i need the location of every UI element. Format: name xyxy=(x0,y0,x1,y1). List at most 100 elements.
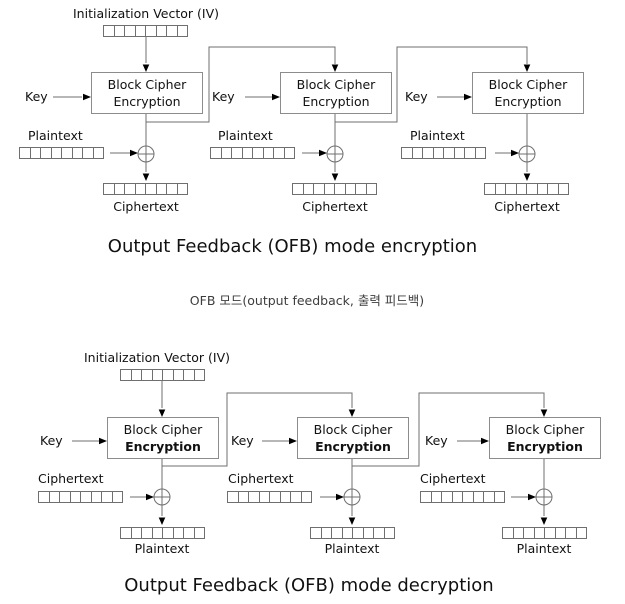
register-cell xyxy=(92,492,102,502)
encryption-caption: Output Feedback (OFB) mode encryption xyxy=(107,236,478,257)
decryption-caption: Output Feedback (OFB) mode decryption xyxy=(124,575,494,596)
ciphertext-label: Ciphertext xyxy=(113,199,179,214)
plaintext-label: Plaintext xyxy=(324,541,380,556)
register-cell xyxy=(142,528,153,538)
register-cell xyxy=(243,148,253,158)
register-cell xyxy=(163,370,174,380)
block-label-line2: Encryption xyxy=(507,439,583,454)
register-cell xyxy=(184,370,195,380)
register-cell xyxy=(136,26,146,36)
register-cell xyxy=(211,148,222,158)
ciphertext-label: Ciphertext xyxy=(420,471,486,486)
register-cell xyxy=(291,492,302,502)
register-cell xyxy=(332,528,343,538)
key-label: Key xyxy=(231,433,254,448)
register-cell xyxy=(153,370,163,380)
block-cipher-encryption-box: Block Cipher Encryption xyxy=(489,417,601,459)
register-cell xyxy=(253,148,264,158)
key-label: Key xyxy=(25,89,48,104)
register-cell xyxy=(94,148,104,158)
iv-register xyxy=(103,25,188,37)
ciphertext-label: Ciphertext xyxy=(228,471,294,486)
ciphertext-register xyxy=(484,183,569,195)
register-cell xyxy=(455,148,465,158)
plaintext-register xyxy=(310,527,395,539)
plaintext-label: Plaintext xyxy=(28,128,83,143)
register-cell xyxy=(432,492,442,502)
register-cell xyxy=(195,370,205,380)
decryption-connectors xyxy=(72,381,553,525)
block-cipher-encryption-box: Block Cipher Encryption xyxy=(297,417,409,459)
block-label-line1: Block Cipher xyxy=(107,77,187,92)
plaintext-label: Plaintext xyxy=(410,128,465,143)
iv-register xyxy=(120,369,205,381)
block-label-line1: Block Cipher xyxy=(123,422,203,437)
register-cell xyxy=(524,528,535,538)
register-cell xyxy=(545,528,556,538)
register-cell xyxy=(434,148,444,158)
block-label-line2: Encryption xyxy=(315,439,391,454)
register-cell xyxy=(311,528,322,538)
register-cell xyxy=(402,148,413,158)
register-cell xyxy=(125,184,136,194)
register-cell xyxy=(249,492,260,502)
ciphertext-register xyxy=(227,491,312,503)
register-cell xyxy=(157,26,167,36)
register-cell xyxy=(385,528,395,538)
register-cell xyxy=(293,184,304,194)
register-cell xyxy=(163,528,174,538)
register-cell xyxy=(232,148,243,158)
plaintext-register xyxy=(401,147,486,159)
register-cell xyxy=(41,148,52,158)
register-cell xyxy=(31,148,41,158)
korean-subtitle: OFB 모드(output feedback, 출력 피드백) xyxy=(189,293,425,308)
register-cell xyxy=(548,184,559,194)
register-cell xyxy=(142,370,153,380)
register-cell xyxy=(325,184,335,194)
register-cell xyxy=(178,184,188,194)
register-cell xyxy=(495,492,505,502)
register-cell xyxy=(444,148,455,158)
ciphertext-label: Ciphertext xyxy=(494,199,560,214)
register-cell xyxy=(374,528,385,538)
register-cell xyxy=(356,184,367,194)
register-cell xyxy=(442,492,453,502)
register-cell xyxy=(132,528,142,538)
block-cipher-encryption-box: Block Cipher Encryption xyxy=(472,72,584,114)
register-cell xyxy=(136,184,146,194)
register-cell xyxy=(281,492,291,502)
block-label-line1: Block Cipher xyxy=(505,422,585,437)
register-cell xyxy=(132,370,142,380)
register-cell xyxy=(474,492,484,502)
register-cell xyxy=(463,492,474,502)
register-cell xyxy=(274,148,285,158)
register-cell xyxy=(535,528,545,538)
encryption-connectors xyxy=(53,37,536,181)
register-cell xyxy=(465,148,476,158)
register-cell xyxy=(104,26,115,36)
iv-label: Initialization Vector (IV) xyxy=(84,350,230,365)
key-label: Key xyxy=(405,89,428,104)
block-cipher-encryption-box: Block Cipher Encryption xyxy=(107,417,219,459)
register-cell xyxy=(527,184,538,194)
register-cell xyxy=(178,26,188,36)
register-cell xyxy=(270,492,281,502)
ciphertext-register xyxy=(103,183,188,195)
register-cell xyxy=(52,148,62,158)
register-cell xyxy=(538,184,548,194)
plaintext-register xyxy=(120,527,205,539)
block-cipher-encryption-box: Block Cipher Encryption xyxy=(280,72,392,114)
register-cell xyxy=(184,528,195,538)
plaintext-label: Plaintext xyxy=(516,541,572,556)
register-cell xyxy=(102,492,113,502)
register-cell xyxy=(125,26,136,36)
register-cell xyxy=(174,528,184,538)
register-cell xyxy=(367,184,377,194)
register-cell xyxy=(239,492,249,502)
register-cell xyxy=(304,184,314,194)
register-cell xyxy=(556,528,566,538)
register-cell xyxy=(285,148,295,158)
register-cell xyxy=(167,184,178,194)
block-cipher-encryption-box: Block Cipher Encryption xyxy=(91,72,203,114)
